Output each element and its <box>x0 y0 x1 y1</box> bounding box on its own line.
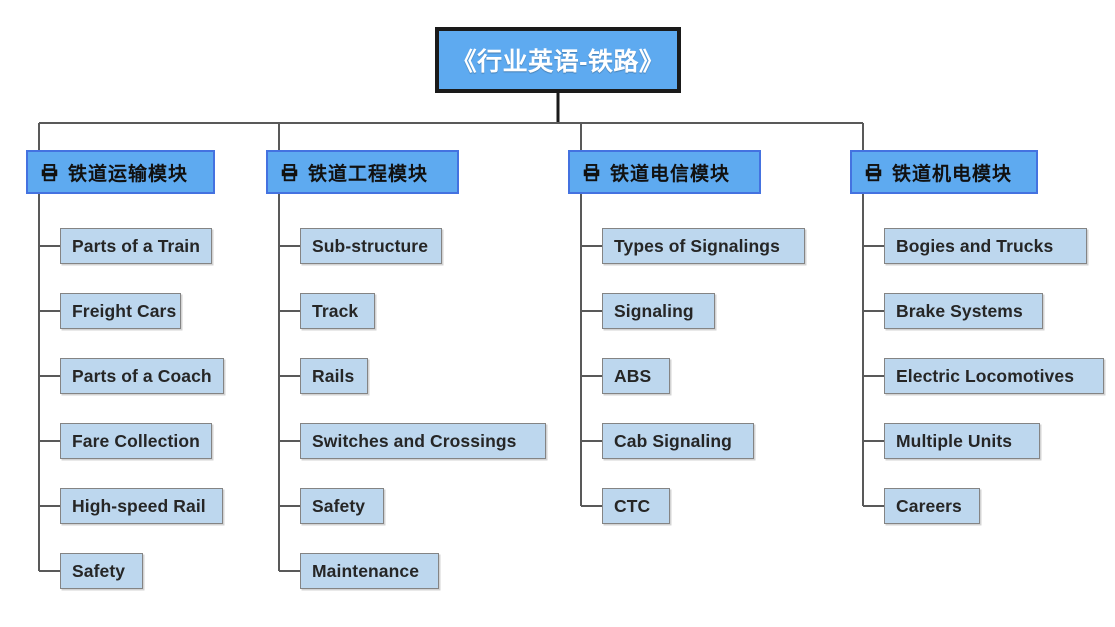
leaf-node-label: High-speed Rail <box>72 495 206 516</box>
leaf-node-label: CTC <box>614 495 651 516</box>
leaf-node-label: Electric Locomotives <box>896 365 1075 386</box>
root-node-label: 《行业英语-铁路》 <box>451 48 665 76</box>
leaf-node[interactable]: Track <box>300 293 375 329</box>
leaf-node[interactable]: High-speed Rail <box>60 488 223 524</box>
leaf-node[interactable]: Multiple Units <box>884 423 1040 459</box>
leaf-node[interactable]: Switches and Crossings <box>300 423 546 459</box>
leaf-node-label: Parts of a Coach <box>72 365 212 386</box>
leaf-node[interactable]: Freight Cars <box>60 293 181 329</box>
leaf-node[interactable]: Maintenance <box>300 553 439 589</box>
leaf-node[interactable]: Careers <box>884 488 980 524</box>
leaf-node[interactable]: Types of Signalings <box>602 228 805 264</box>
leaf-node[interactable]: Cab Signaling <box>602 423 754 459</box>
leaf-node[interactable]: Safety <box>60 553 143 589</box>
leaf-node-label: Maintenance <box>312 560 420 581</box>
leaf-node-label: Signaling <box>614 300 694 321</box>
module-header-label: 铁道工程模块 <box>308 163 429 185</box>
leaf-node-label: Cab Signaling <box>614 430 732 451</box>
leaf-node[interactable]: Bogies and Trucks <box>884 228 1087 264</box>
leaf-node-label: Bogies and Trucks <box>896 235 1054 256</box>
leaf-node-label: Freight Cars <box>72 300 177 321</box>
leaf-node[interactable]: Sub-structure <box>300 228 442 264</box>
leaf-node-label: Multiple Units <box>896 430 1013 451</box>
leaf-node[interactable]: Rails <box>300 358 368 394</box>
leaf-node-label: Types of Signalings <box>614 235 780 256</box>
leaf-node-label: ABS <box>614 365 652 386</box>
module-header-4[interactable]: 铁道机电模块 <box>850 150 1038 194</box>
root-node[interactable]: 《行业英语-铁路》 <box>435 27 681 93</box>
leaf-node[interactable]: Safety <box>300 488 384 524</box>
module-header-label: 铁道机电模块 <box>892 163 1013 185</box>
leaf-node[interactable]: Parts of a Train <box>60 228 212 264</box>
leaf-node[interactable]: CTC <box>602 488 670 524</box>
module-header-2[interactable]: 铁道工程模块 <box>266 150 459 194</box>
leaf-node[interactable]: Brake Systems <box>884 293 1043 329</box>
leaf-node-label: Rails <box>312 365 355 386</box>
leaf-node-label: Safety <box>312 495 366 516</box>
module-header-3[interactable]: 铁道电信模块 <box>568 150 761 194</box>
module-header-label: 铁道电信模块 <box>610 163 731 185</box>
leaf-node-label: Track <box>312 300 359 321</box>
leaf-node[interactable]: Electric Locomotives <box>884 358 1104 394</box>
printer-icon <box>280 163 299 182</box>
leaf-node-label: Switches and Crossings <box>312 430 517 451</box>
leaf-node[interactable]: ABS <box>602 358 670 394</box>
leaf-node-label: Parts of a Train <box>72 235 201 256</box>
leaf-node[interactable]: Parts of a Coach <box>60 358 224 394</box>
module-header-label: 铁道运输模块 <box>68 163 189 185</box>
leaf-node-label: Brake Systems <box>896 300 1023 321</box>
leaf-node-label: Careers <box>896 495 962 516</box>
printer-icon <box>864 163 883 182</box>
printer-icon <box>582 163 601 182</box>
leaf-node-label: Safety <box>72 560 126 581</box>
printer-icon <box>40 163 59 182</box>
leaf-node[interactable]: Signaling <box>602 293 715 329</box>
leaf-node-label: Fare Collection <box>72 430 200 451</box>
module-header-1[interactable]: 铁道运输模块 <box>26 150 215 194</box>
leaf-node[interactable]: Fare Collection <box>60 423 212 459</box>
leaf-node-label: Sub-structure <box>312 235 429 256</box>
